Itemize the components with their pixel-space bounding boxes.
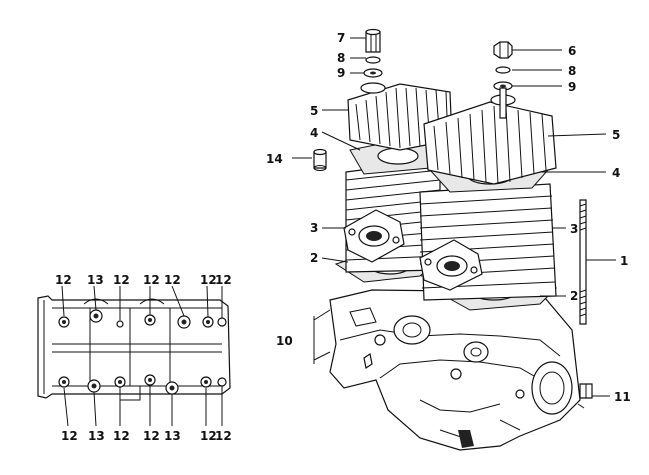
- crankcase-bottom-view: [37, 285, 231, 427]
- washer-part-8-right: [495, 66, 511, 74]
- callout-labels: 7 8 9 5 4 14 3 2 10 6 8 9 5 4 3 2 1 11: [266, 31, 631, 404]
- callout-12-bottom-4: 12: [200, 429, 217, 443]
- callout-12-top-4: 12: [164, 273, 181, 287]
- callout-13-bottom-1: 13: [88, 429, 105, 443]
- washer-part-8-left: [365, 56, 381, 64]
- callout-4-left: 4: [310, 126, 318, 140]
- callout-12-top-3: 12: [143, 273, 160, 287]
- hex-nut-part-6: [493, 41, 513, 59]
- engine-assembly: [313, 28, 593, 451]
- intake-flange-part-3-left: [343, 209, 405, 263]
- callout-10: 10: [276, 334, 293, 348]
- stud-part-1: [579, 199, 587, 325]
- callout-5-right: 5: [612, 128, 620, 142]
- dowel-part-14: [313, 148, 327, 171]
- callout-3-left: 3: [310, 221, 318, 235]
- callout-4-right: 4: [612, 166, 620, 180]
- callout-2-left: 2: [310, 251, 318, 265]
- crankcase-part-10: [329, 289, 581, 451]
- callout-7: 7: [337, 31, 345, 45]
- callout-14: 14: [266, 152, 283, 166]
- callout-9-left: 9: [337, 66, 345, 80]
- tall-nut-part-7: [365, 28, 381, 53]
- callout-6: 6: [568, 44, 576, 58]
- callout-13-bottom-2: 13: [164, 429, 181, 443]
- callout-12-top-6: 12: [215, 273, 232, 287]
- callout-12-top-1: 12: [55, 273, 72, 287]
- callout-5-left: 5: [310, 104, 318, 118]
- callout-8-right: 8: [568, 64, 576, 78]
- callout-3-right: 3: [570, 222, 578, 236]
- callout-12-bottom-5: 12: [215, 429, 232, 443]
- callout-12-bottom-3: 12: [143, 429, 160, 443]
- nut-part-11: [577, 383, 593, 409]
- cylinder-head-part-5-right: [423, 87, 557, 185]
- callout-8-left: 8: [337, 51, 345, 65]
- callout-12-bottom-2: 12: [113, 429, 130, 443]
- callout-11: 11: [614, 390, 631, 404]
- callout-12-top-2: 12: [113, 273, 130, 287]
- callout-1: 1: [620, 254, 628, 268]
- bolt-holes-top-row: [58, 309, 227, 329]
- washer-part-9-left: [363, 68, 383, 78]
- callout-9-right: 9: [568, 80, 576, 94]
- callout-12-bottom-1: 12: [61, 429, 78, 443]
- callout-13-top: 13: [87, 273, 104, 287]
- bolt-labels-top: 12 13 12 12 12 12 12: [55, 273, 232, 287]
- callout-2-right: 2: [570, 289, 578, 303]
- leader-lines: [292, 37, 616, 397]
- callout-12-top-5: 12: [200, 273, 217, 287]
- bolt-labels-bottom: 12 13 12 12 13 12 12: [61, 429, 232, 443]
- intake-flange-part-3-right: [419, 239, 483, 291]
